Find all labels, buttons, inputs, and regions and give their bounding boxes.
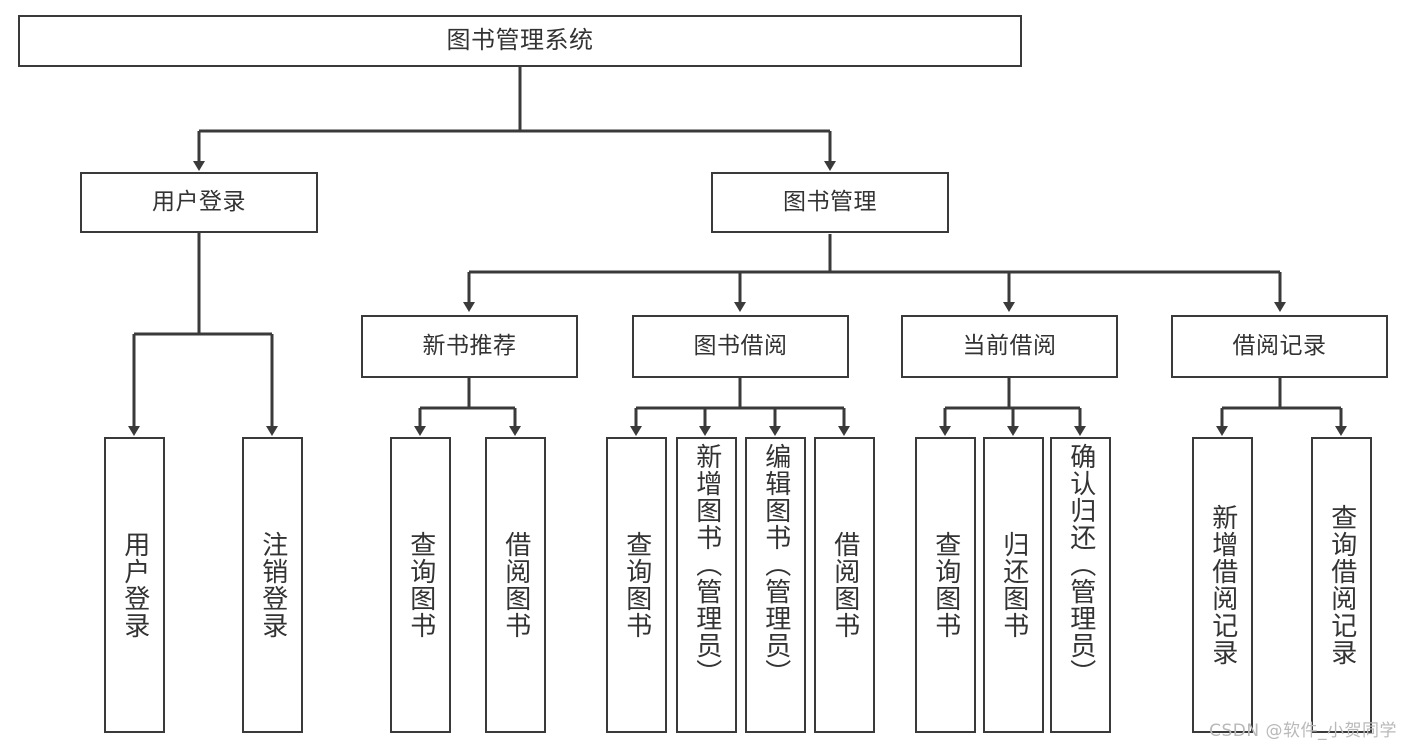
leaf-new-book-borrow[interactable]: 借阅图书 xyxy=(485,437,546,733)
node-book-management[interactable]: 图书管理 xyxy=(711,172,949,233)
node-new-book-recommend[interactable]: 新书推荐 xyxy=(361,315,578,378)
leaf-book-borrow-query[interactable]: 查询图书 xyxy=(606,437,667,733)
node-label: 借阅记录 xyxy=(1232,333,1327,360)
node-label: 借阅图书 xyxy=(829,531,860,639)
node-label: 查询图书 xyxy=(621,531,652,639)
node-label: 图书管理系统 xyxy=(446,26,594,55)
node-label: 用户登录 xyxy=(119,531,150,639)
node-book-borrow[interactable]: 图书借阅 xyxy=(632,315,849,378)
leaf-new-book-query[interactable]: 查询图书 xyxy=(390,437,451,733)
node-borrow-record[interactable]: 借阅记录 xyxy=(1171,315,1388,378)
leaf-book-borrow-add[interactable]: 新增图书（管理员） xyxy=(676,437,737,733)
node-label: 新增借阅记录 xyxy=(1207,504,1238,666)
node-user-login[interactable]: 用户登录 xyxy=(80,172,318,233)
node-label: 归还图书 xyxy=(998,531,1029,639)
node-label: 图书借阅 xyxy=(693,333,788,360)
leaf-book-borrow-edit[interactable]: 编辑图书（管理员） xyxy=(745,437,806,733)
leaf-user-login-signout[interactable]: 注销登录 xyxy=(242,437,303,733)
node-label: 用户登录 xyxy=(152,189,246,216)
node-label: 编辑图书（管理员） xyxy=(760,443,791,686)
leaf-borrow-record-add[interactable]: 新增借阅记录 xyxy=(1192,437,1253,733)
node-label: 新书推荐 xyxy=(422,333,517,360)
node-label: 查询图书 xyxy=(405,531,436,639)
leaf-current-borrow-confirm[interactable]: 确认归还（管理员） xyxy=(1050,437,1111,733)
leaf-user-login-signin[interactable]: 用户登录 xyxy=(104,437,165,733)
watermark-csdn: CSDN @软件_小贺同学 xyxy=(1209,721,1397,741)
node-root-system[interactable]: 图书管理系统 xyxy=(18,15,1022,67)
node-label: 确认归还（管理员） xyxy=(1065,443,1096,686)
leaf-borrow-record-query[interactable]: 查询借阅记录 xyxy=(1311,437,1372,733)
node-label: 图书管理 xyxy=(783,189,877,216)
leaf-book-borrow-lend[interactable]: 借阅图书 xyxy=(814,437,875,733)
node-current-borrow[interactable]: 当前借阅 xyxy=(901,315,1118,378)
node-label: 注销登录 xyxy=(257,531,288,639)
leaf-current-borrow-return[interactable]: 归还图书 xyxy=(983,437,1044,733)
node-label: 借阅图书 xyxy=(500,531,531,639)
leaf-current-borrow-query[interactable]: 查询图书 xyxy=(915,437,976,733)
node-label: 新增图书（管理员） xyxy=(691,443,722,686)
node-label: 查询图书 xyxy=(930,531,961,639)
node-label: 查询借阅记录 xyxy=(1326,504,1357,666)
node-label: 当前借阅 xyxy=(962,333,1057,360)
